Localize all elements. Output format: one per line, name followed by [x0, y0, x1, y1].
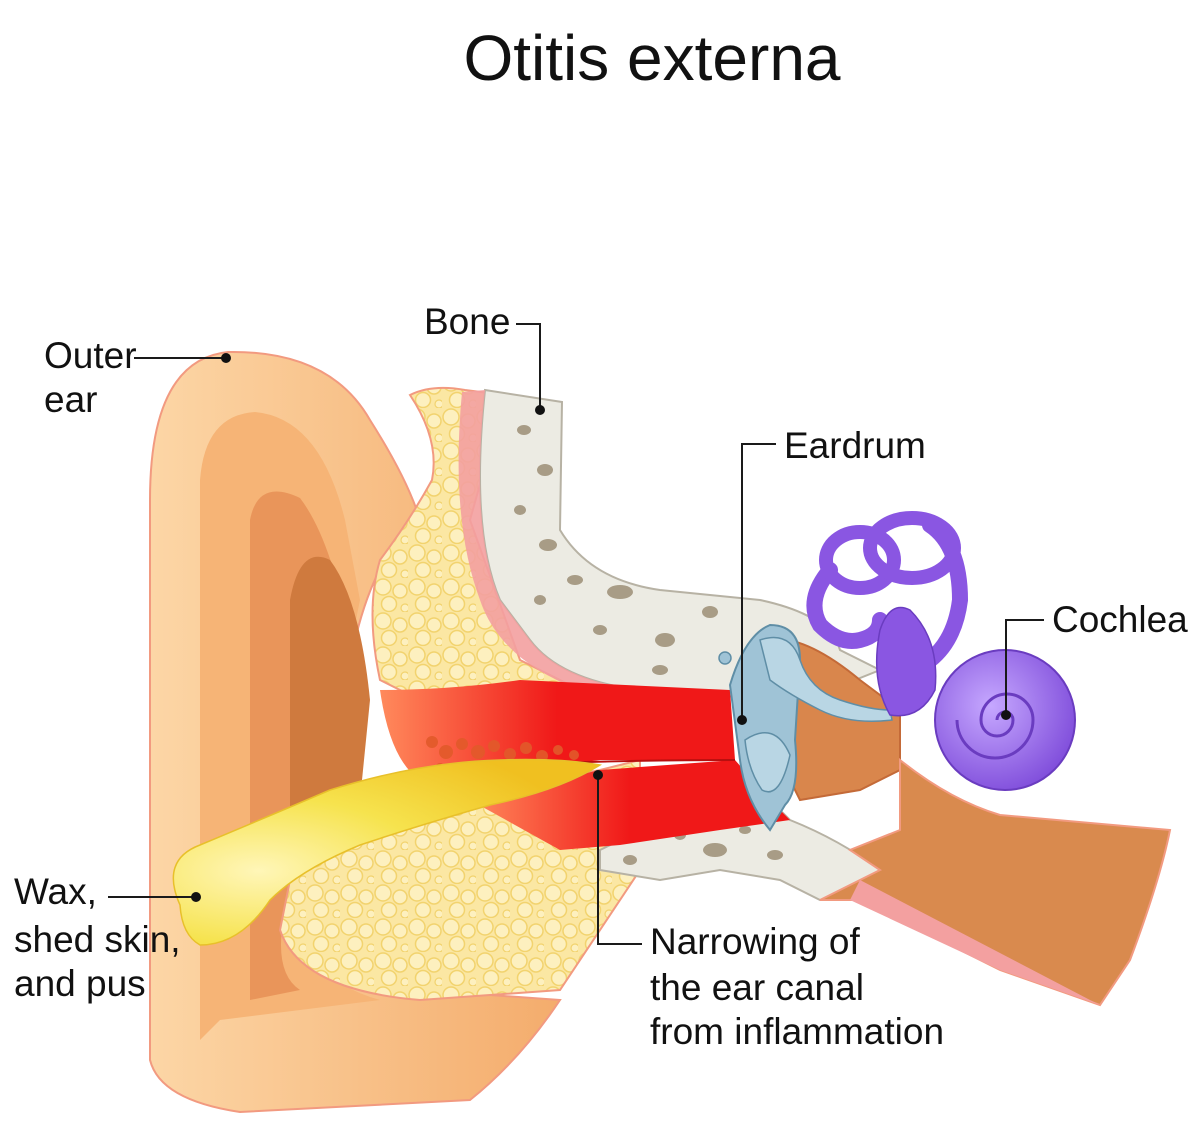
wax-label-line-1: Wax,	[14, 871, 97, 912]
wax-label-line-2: shed skin,	[14, 919, 181, 960]
muscle-tissue	[458, 390, 640, 690]
outer-ear-label-line-2: ear	[44, 379, 97, 420]
cochlea-label: Cochlea	[1052, 599, 1188, 640]
cochlea-illustration	[806, 511, 1076, 791]
label-narrowing: Narrowing of the ear canal from inflamma…	[593, 770, 944, 1052]
label-wax: Wax, shed skin, and pus	[14, 871, 201, 1004]
eardrum-label: Eardrum	[784, 425, 926, 466]
inflamed-canal-upper	[380, 680, 735, 780]
diagram-title: Otitis externa	[463, 22, 840, 94]
outer-ear-label-line-1: Outer	[44, 335, 137, 376]
wax-label-line-3: and pus	[14, 963, 146, 1004]
wax-blob	[172, 758, 603, 946]
label-eardrum: Eardrum	[737, 425, 926, 725]
bone-pores	[514, 425, 777, 675]
narrowing-label-line-1: Narrowing of	[650, 921, 860, 962]
canal-muscle-right	[850, 880, 1100, 1005]
narrowing-label-line-2: the ear canal	[650, 967, 864, 1008]
label-cochlea: Cochlea	[1001, 599, 1188, 720]
eardrum-illustration	[718, 623, 893, 832]
narrowing-label-line-3: from inflammation	[650, 1011, 944, 1052]
label-outer-ear: Outer ear	[44, 335, 231, 420]
canal-skin-right	[819, 757, 1172, 1007]
label-bone: Bone	[424, 301, 545, 415]
bone-label: Bone	[424, 301, 510, 342]
